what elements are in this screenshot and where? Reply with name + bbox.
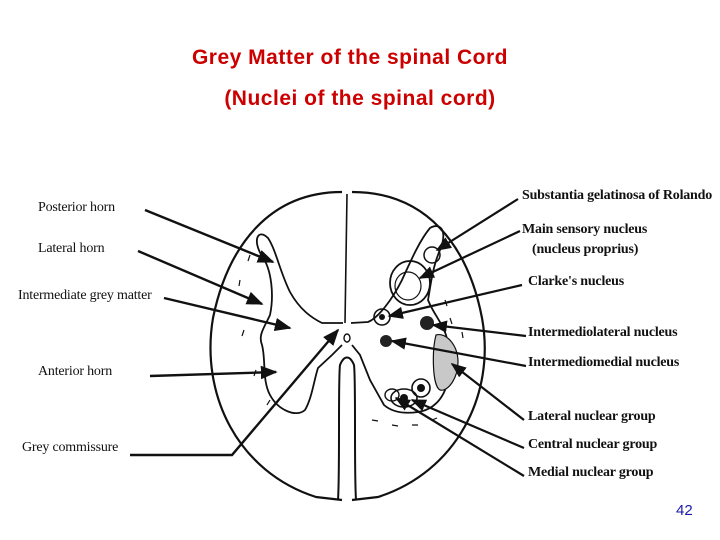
grey-matter-right — [350, 225, 451, 414]
label-posterior-horn: Posterior horn — [38, 200, 115, 215]
slide-subtitle: (Nuclei of the spinal cord) — [224, 87, 496, 110]
arrow-medial-nuclear — [394, 397, 525, 477]
anterior-median-fissure — [337, 356, 357, 501]
medial-nuclear-group — [384, 388, 400, 402]
intermediolateral-nucleus — [420, 316, 434, 330]
posterior-median-septum — [344, 193, 348, 324]
arrow-grey-commissure — [130, 328, 340, 457]
central-canal — [343, 333, 351, 343]
arrow-main-sensory — [418, 230, 521, 279]
label-medial-nuclear-group: Medial nuclear group — [528, 465, 654, 480]
grey-matter-left — [255, 233, 343, 415]
label-intermediate-grey-matter: Intermediate grey matter — [18, 288, 152, 303]
main-sensory-nucleus — [389, 260, 431, 306]
label-lateral-nuclear-group: Lateral nuclear group — [528, 409, 656, 424]
arrow-clarkes — [387, 283, 523, 319]
main-sensory-nucleus-inner — [394, 271, 422, 301]
label-anterior-horn: Anterior horn — [38, 364, 112, 379]
label-clarkes-nucleus: Clarke's nucleus — [528, 274, 624, 289]
label-lateral-horn: Lateral horn — [38, 241, 105, 256]
arrow-intermediate — [163, 296, 292, 332]
arrow-lateral-horn — [137, 249, 264, 306]
lateral-column-shade — [432, 334, 459, 391]
clarkes-nucleus-core — [379, 314, 385, 320]
page-number: 42 — [676, 502, 693, 519]
cord-outline — [209, 190, 486, 502]
arrow-intermediolateral — [431, 320, 527, 338]
arrow-posterior-horn — [144, 208, 275, 264]
label-intermediomedial-nucleus: Intermediomedial nucleus — [528, 355, 680, 370]
label-intermediolateral-nucleus: Intermediolateral nucleus — [528, 325, 678, 340]
arrow-substantia — [435, 198, 519, 251]
intermediomedial-nucleus — [380, 335, 392, 347]
label-substantia-gelatinosa: Substantia gelatinosa of Rolando — [522, 188, 713, 203]
label-central-nuclear-group: Central nuclear group — [528, 437, 658, 452]
lateral-nuclear-group — [411, 378, 431, 398]
arrow-lateral-nuclear — [450, 363, 525, 421]
slide-title: Grey Matter of the spinal Cord — [191, 46, 509, 69]
label-nucleus-proprius: (nucleus proprius) — [532, 242, 639, 257]
arrow-anterior-horn — [149, 365, 278, 380]
label-main-sensory-nucleus: Main sensory nucleus — [522, 222, 648, 237]
arrow-intermediomedial — [390, 337, 527, 368]
arrow-central-nuclear — [410, 398, 525, 450]
label-grey-commissure: Grey commissure — [22, 440, 119, 455]
substantia-gelatinosa — [423, 246, 441, 264]
